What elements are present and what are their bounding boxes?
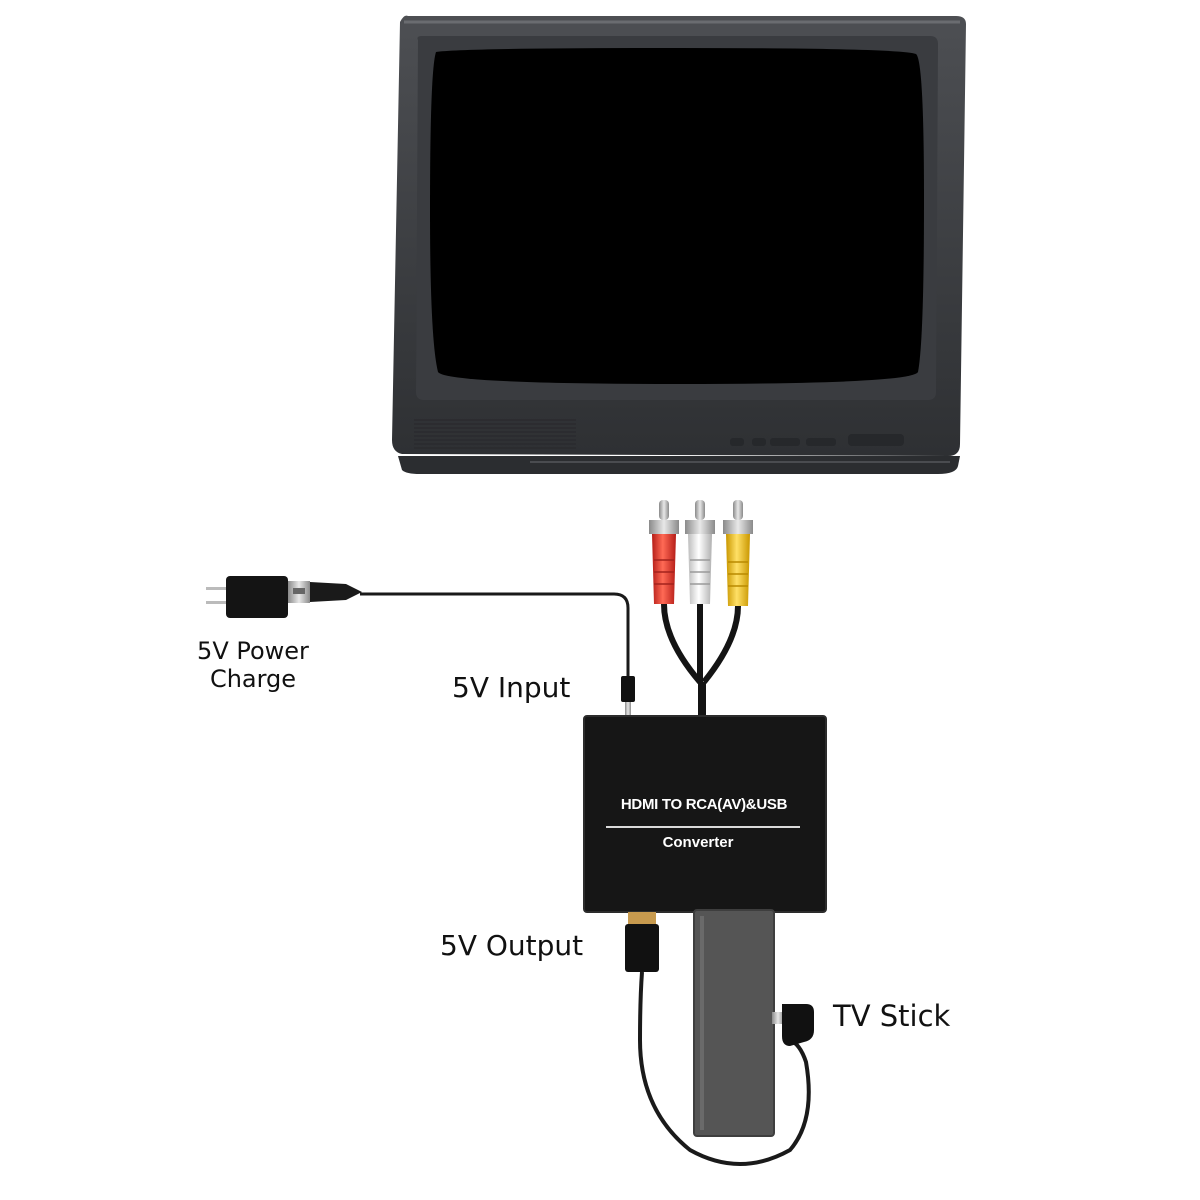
output-label: 5V Output	[440, 929, 584, 962]
tv-stick-label: TV Stick	[833, 999, 951, 1033]
usb-power-adapter	[206, 576, 288, 618]
usb-plug	[288, 581, 362, 603]
converter-divider	[606, 826, 800, 828]
tv-base	[398, 456, 960, 474]
speaker-grille	[414, 419, 576, 449]
rca-plug-red	[649, 500, 679, 604]
tv-stick	[693, 909, 775, 1137]
converter-box	[583, 715, 827, 913]
converter-title: HDMI TO RCA(AV)&USB	[620, 796, 788, 813]
rca-plug-white	[685, 500, 715, 604]
converter-subtitle: Converter	[662, 834, 734, 851]
power-cable	[360, 592, 630, 684]
power-charge-line1: 5V Power	[197, 637, 309, 665]
power-charge-line2: Charge	[209, 664, 297, 693]
input-label: 5V Input	[452, 671, 571, 704]
dc-plug	[621, 676, 635, 720]
crt-television	[392, 15, 966, 474]
micro-usb-plug	[772, 1004, 814, 1046]
power-charge-label: 5V Power Charge	[178, 637, 328, 693]
hdmi-plug	[625, 912, 659, 972]
tv-front-buttons	[730, 434, 904, 446]
hdmi-cable-loop	[637, 971, 811, 1166]
rca-plug-yellow	[723, 500, 753, 606]
tv-screen	[430, 48, 924, 384]
av-cable-bundle	[661, 603, 741, 720]
